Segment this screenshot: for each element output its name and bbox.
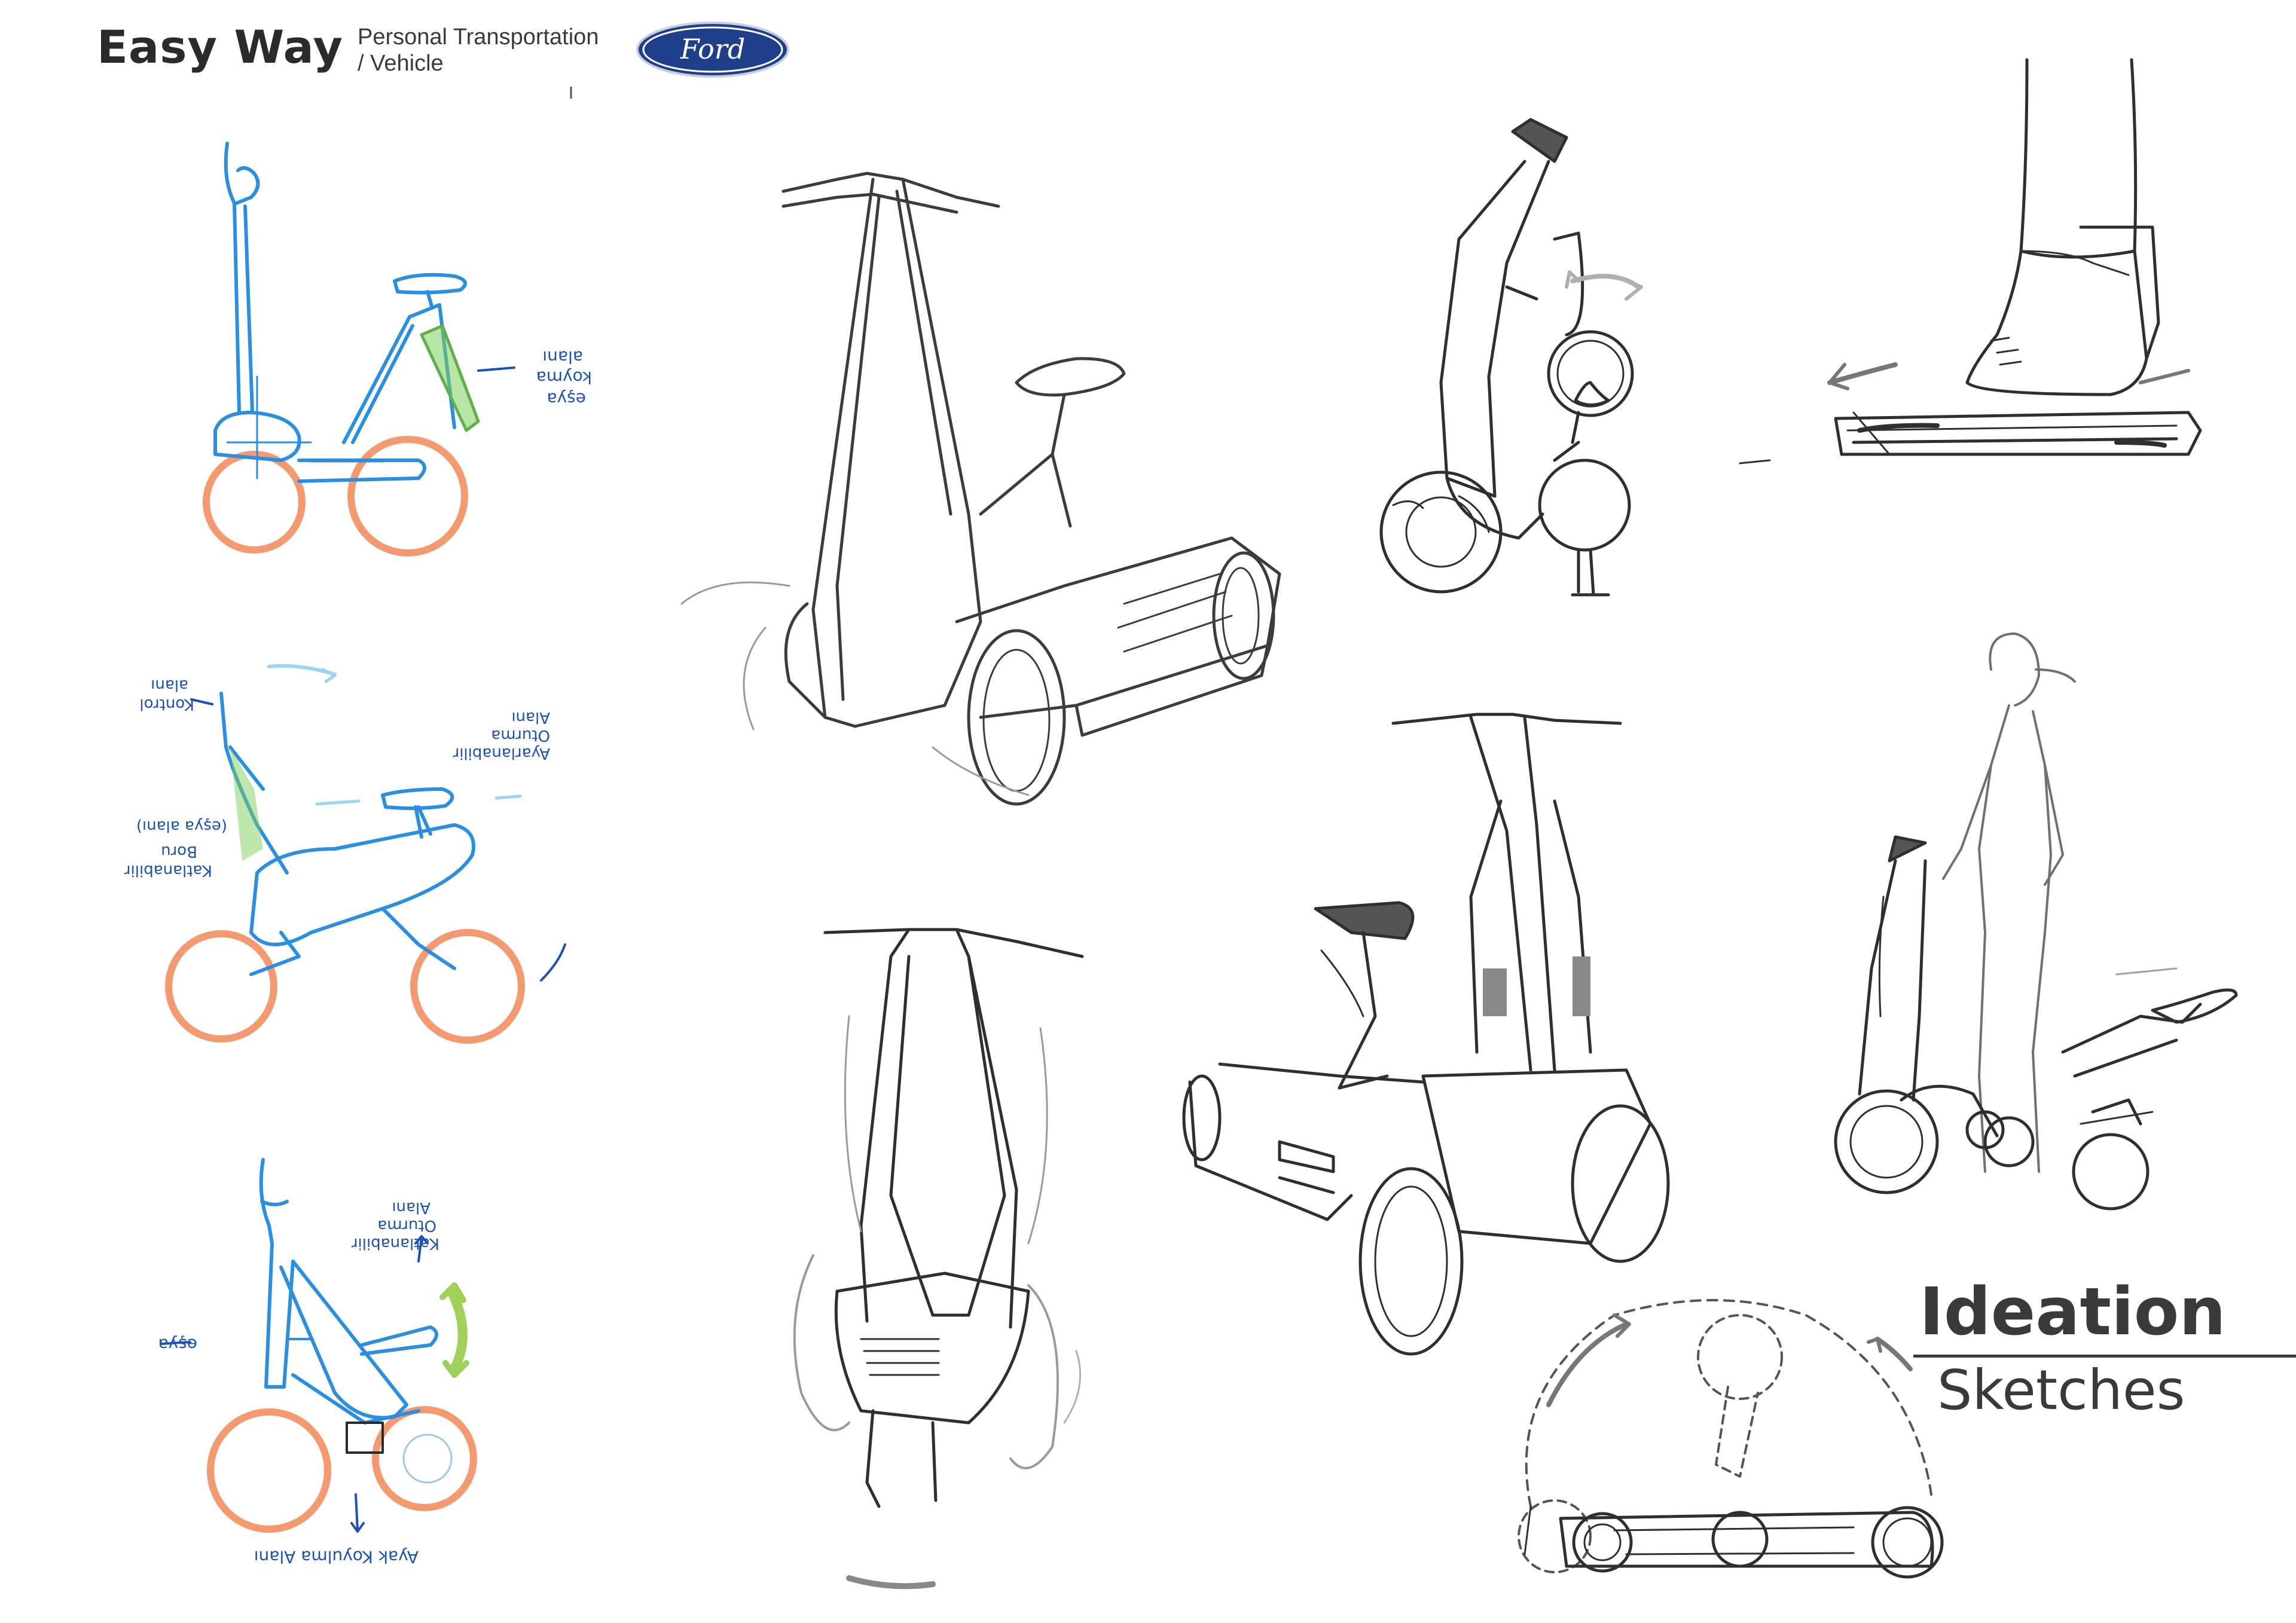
sketch-side-view-compact-concept: Katlanabilir Oturma Alanı eşya Ayak Koyu…	[158, 1158, 477, 1567]
note-alani-4: Alanı	[392, 1199, 430, 1217]
note-boru: Boru	[161, 842, 197, 860]
sketch-foot-platform-detail	[1739, 58, 2202, 464]
section-subtitle: Sketches	[1937, 1358, 2185, 1422]
note-kontrol: Kontrol	[139, 695, 194, 713]
note-ayak-koyulma: Ayak Koyulma Alanı	[254, 1547, 419, 1567]
sketch-folded-vehicle-side-view	[1379, 118, 1643, 597]
note-esya-alani: (eşya alanı)	[136, 817, 227, 835]
sketch-user-with-vehicle-side-view	[1834, 632, 2238, 1211]
sketch-front-view-vehicle	[793, 928, 1084, 1590]
subtitle-line-1: Personal Transportation	[358, 25, 599, 50]
note-alani-1: alanı	[542, 347, 583, 367]
note-esya-1: eşya	[546, 389, 586, 409]
subtitle-line-2: / Vehicle	[358, 51, 444, 76]
note-koyma: koyma	[536, 368, 592, 387]
sketch-side-view-seated-concept: eşya koyma alanı	[203, 142, 592, 557]
note-oturma-2: Oturma	[377, 1217, 436, 1234]
note-alani-3: Alanı	[511, 708, 550, 726]
note-esya-2: eşya	[158, 1335, 197, 1355]
sketch-folding-mechanism-diagram	[1518, 1299, 1944, 1579]
ford-logo-text: Ford	[680, 33, 746, 65]
ford-logo: Ford	[636, 22, 789, 78]
project-subtitle: Personal Transportation / Vehicle	[358, 24, 599, 77]
front-wheel	[203, 451, 306, 554]
project-title: Easy Way	[97, 20, 344, 74]
note-alani-2: alanı	[151, 676, 188, 694]
section-title-rule	[1913, 1355, 2296, 1358]
note-katlanabilir-1: Katlanabilir	[124, 861, 212, 879]
front-wheel-2	[165, 930, 277, 1043]
rear-wheel-2	[410, 929, 525, 1044]
note-ayarlanabilir: Ayarlanabilir	[453, 744, 550, 762]
front-wheel-3	[207, 1408, 331, 1533]
sketch-side-view-folding-concept: Kontrol alanı Ayarlanabilir Oturma Alanı…	[124, 664, 566, 1044]
sketch-three-quarter-view-platform-vehicle	[680, 172, 1281, 806]
note-oturma-1: Oturma	[491, 726, 550, 744]
sketch-rear-three-quarter-view-vehicle	[1182, 713, 1670, 1356]
rear-wheel	[347, 436, 468, 557]
rear-wheel-3	[372, 1406, 477, 1511]
section-title: Ideation	[1919, 1273, 2226, 1350]
note-katlanabilir-2: Katlanabilir	[352, 1234, 439, 1252]
